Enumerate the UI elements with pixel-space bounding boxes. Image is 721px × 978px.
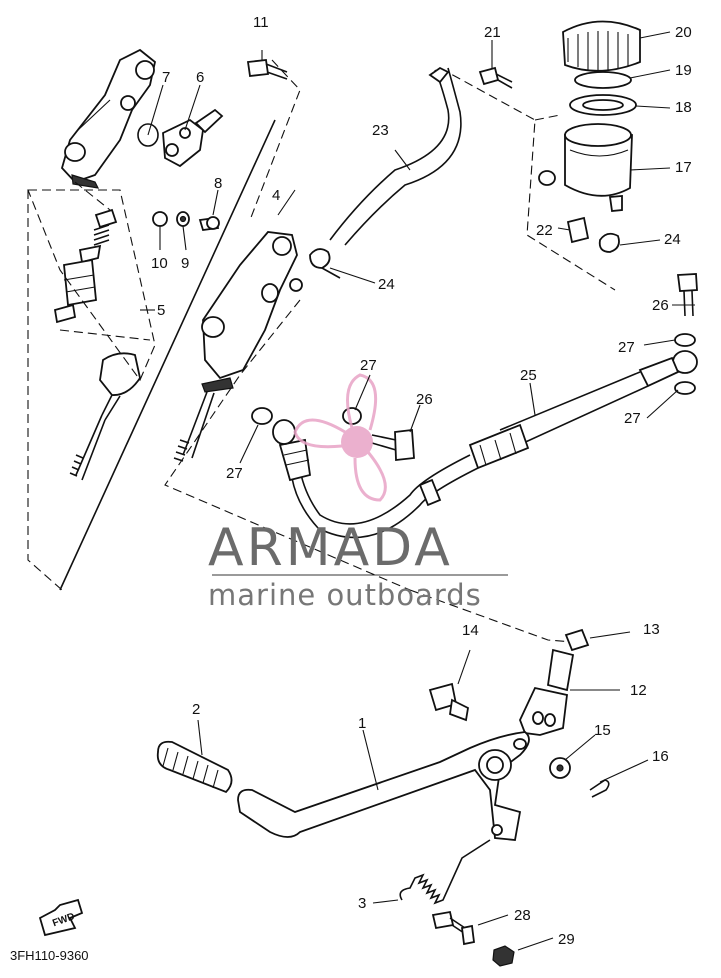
label-part-7: 7 (162, 69, 170, 86)
label-part-22: 22 (536, 222, 553, 239)
label-part-4: 4 (272, 187, 280, 204)
label-part-10: 10 (151, 255, 168, 272)
diagram-code: 3FH110-9360 (10, 948, 89, 963)
label-part-11: 11 (253, 14, 269, 31)
label-part-16: 16 (652, 748, 669, 765)
label-part-25: 25 (520, 367, 537, 384)
label-part-20: 20 (675, 24, 692, 41)
label-part-27-right-lower: 27 (624, 410, 641, 427)
label-part-6: 6 (196, 69, 204, 86)
watermark-blade-right (353, 451, 387, 502)
label-part-24-lower: 24 (664, 231, 681, 248)
upper-leaders (239, 31, 695, 464)
label-part-27-left: 27 (226, 465, 243, 482)
frame-line (59, 119, 276, 591)
watermark-logo (212, 373, 508, 576)
watermark-hub (341, 426, 373, 458)
label-part-21: 21 (484, 24, 501, 41)
label-part-24-upper: 24 (378, 276, 395, 293)
master-cylinder-exploded (27, 48, 224, 591)
watermark-blade-top (346, 373, 378, 431)
master-cylinder-assembly (164, 50, 411, 591)
label-part-3: 3 (358, 895, 366, 912)
label-part-27-right-upper: 27 (618, 339, 635, 356)
label-part-18: 18 (675, 99, 692, 116)
label-part-8: 8 (214, 175, 222, 192)
label-part-15: 15 (594, 722, 611, 739)
label-part-2: 2 (192, 701, 200, 718)
label-part-27-center: 27 (360, 357, 377, 374)
reservoir-group (309, 20, 641, 291)
label-part-13: 13 (643, 621, 660, 638)
watermark-title: ARMADA (208, 518, 453, 578)
label-part-17: 17 (675, 159, 692, 176)
brake-pedal-assembly (38, 589, 649, 967)
label-part-23: 23 (372, 122, 389, 139)
label-part-9: 9 (181, 255, 189, 272)
label-part-26-upper: 26 (652, 297, 669, 314)
brake-hose (251, 273, 698, 539)
label-part-12: 12 (630, 682, 647, 699)
label-part-1: 1 (358, 715, 366, 732)
label-part-26-center: 26 (416, 391, 433, 408)
label-part-29: 29 (558, 931, 575, 948)
label-part-5: 5 (157, 302, 165, 319)
part-labels: 1 2 3 4 5 6 7 8 9 10 11 12 13 14 15 16 1… (151, 14, 692, 948)
watermark-blade-left (293, 418, 346, 449)
label-part-14: 14 (462, 622, 479, 639)
watermark-subtitle: marine outboards (208, 578, 482, 612)
label-part-19: 19 (675, 62, 692, 79)
label-part-28: 28 (514, 907, 531, 924)
